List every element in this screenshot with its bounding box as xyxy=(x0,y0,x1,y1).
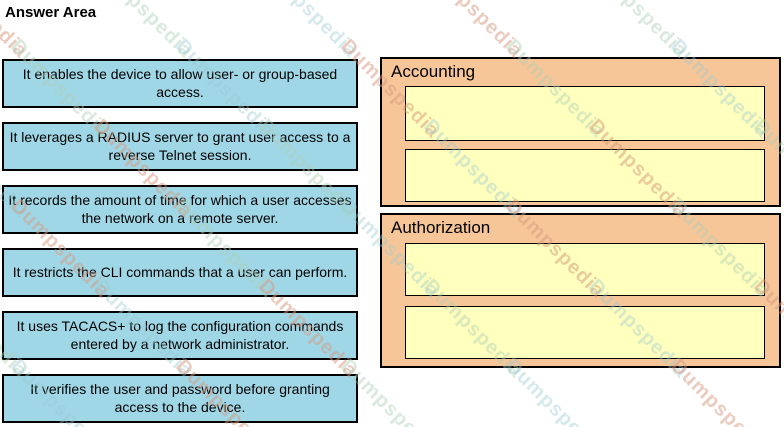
statement-list: It enables the device to allow user- or … xyxy=(2,59,358,423)
statement-card-restricts-cli[interactable]: It restricts the CLI commands that a use… xyxy=(2,248,358,297)
watermark-text: Dumpspedia xyxy=(584,0,692,63)
statement-card-radius-telnet[interactable]: It leverages a RADIUS server to grant us… xyxy=(2,122,358,171)
drop-panel-authorization: Authorization xyxy=(380,213,781,368)
drop-slot-accounting-1[interactable] xyxy=(405,86,765,141)
statement-card-verifies-password[interactable]: It verifies the user and password before… xyxy=(2,374,358,423)
drop-slot-authorization-1[interactable] xyxy=(405,243,765,296)
page-title: Answer Area xyxy=(5,4,97,21)
watermark-text: Dumpspedia xyxy=(419,0,527,63)
drop-slot-accounting-2[interactable] xyxy=(405,149,765,202)
panel-label-accounting: Accounting xyxy=(391,62,476,81)
statement-card-user-group-access[interactable]: It enables the device to allow user- or … xyxy=(2,59,358,108)
watermark-text: Dumpspedia xyxy=(89,0,197,63)
drop-panel-accounting: Accounting xyxy=(380,57,781,207)
statement-card-tacacs-log[interactable]: It uses TACACS+ to log the configuration… xyxy=(2,311,358,360)
drop-slot-authorization-2[interactable] xyxy=(405,306,765,359)
panel-label-authorization: Authorization xyxy=(391,218,491,237)
watermark-text: Dumpspedia xyxy=(254,0,362,63)
statement-card-records-time[interactable]: It records the amount of time for which … xyxy=(2,185,358,234)
watermark-text: Dumpspedia xyxy=(749,0,784,63)
